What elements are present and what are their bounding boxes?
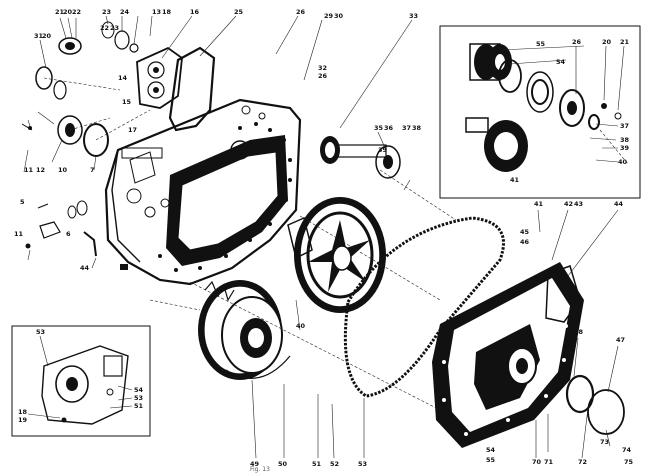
callout: 73 — [600, 438, 609, 446]
gasket-top — [168, 46, 216, 132]
callout: 42 — [564, 200, 573, 208]
callout: 39 — [620, 144, 630, 152]
callout: 7 — [90, 166, 95, 174]
callout: 29 — [324, 12, 334, 20]
callout: 53 — [36, 328, 45, 336]
callout: 18 — [162, 8, 172, 16]
leader-lines — [23, 15, 619, 459]
callout: 52 — [330, 460, 339, 468]
callout: 36 — [384, 124, 394, 132]
callout: 21 — [55, 8, 65, 16]
callout: 20 — [602, 38, 612, 46]
callout: 72 — [578, 458, 587, 466]
callout: 40 — [296, 322, 306, 330]
callout-labels: 21 20 22 23 24 13 18 16 25 26 29 30 31 2… — [14, 8, 634, 473]
callout: 22 — [72, 8, 81, 16]
callout: 26 — [318, 72, 328, 80]
callout: 38 — [620, 136, 630, 144]
callout: 54 — [134, 386, 144, 394]
callout: 22 — [100, 24, 109, 32]
callout: 48 — [574, 328, 584, 336]
callout: 47 — [616, 336, 625, 344]
small-parts-left — [21, 21, 139, 270]
callout: 37 — [402, 124, 411, 132]
end-cap-disc — [565, 374, 625, 435]
callout: 19 — [18, 416, 28, 424]
callout: 16 — [190, 8, 200, 16]
callout: 40 — [618, 158, 628, 166]
side-cover-plate — [432, 262, 584, 448]
callout: 31 — [34, 32, 44, 40]
callout: 14 — [118, 74, 128, 82]
callout: 75 — [624, 458, 634, 466]
gearbox-housing — [104, 98, 302, 286]
callout: 30 — [334, 12, 344, 20]
callout: 74 — [622, 446, 632, 454]
end-cover-flange — [136, 46, 183, 109]
callout: 41 — [510, 176, 520, 184]
large-spur-gear — [287, 197, 386, 313]
callout: 17 — [128, 126, 137, 134]
callout: 20 — [42, 32, 52, 40]
callout: 51 — [134, 402, 144, 410]
callout: 38 — [412, 124, 422, 132]
callout: 26 — [572, 38, 582, 46]
callout: 53 — [134, 394, 143, 402]
callout: 44 — [614, 200, 624, 208]
callout: 24 — [120, 8, 130, 16]
callout: 11 — [24, 166, 34, 174]
callout: 71 — [544, 458, 554, 466]
callout: 35 — [374, 124, 384, 132]
pinion-shaft — [320, 136, 401, 179]
clutch-gear-assembly — [198, 280, 291, 380]
callout: 6 — [66, 230, 71, 238]
callout: 70 — [532, 458, 542, 466]
callout: 50 — [278, 460, 288, 468]
callout: 55 — [536, 40, 546, 48]
assembly-axes — [43, 77, 457, 411]
figure-caption: Fig. 13 — [250, 466, 270, 473]
side-cover-gasket — [343, 216, 505, 398]
callout: 20 — [63, 8, 73, 16]
callout: 44 — [80, 264, 90, 272]
inset-bottom-left — [11, 325, 151, 437]
callout: 45 — [520, 228, 530, 236]
callout: 54 — [556, 58, 566, 66]
callout: 26 — [296, 8, 306, 16]
callout: 18 — [18, 408, 28, 416]
callout: 37 — [620, 122, 629, 130]
callout: 49 — [250, 460, 260, 468]
callout: 54 — [486, 446, 496, 454]
inset-top-right — [439, 25, 641, 199]
callout: 55 — [486, 456, 496, 464]
callout: 23 — [102, 8, 111, 16]
callout: 25 — [234, 8, 244, 16]
callout: 43 — [574, 200, 583, 208]
callout: 11 — [14, 230, 24, 238]
callout: 33 — [409, 12, 418, 20]
callout: 46 — [520, 238, 530, 246]
callout: 23 — [110, 24, 119, 32]
callout: 53 — [358, 460, 367, 468]
callout: 15 — [122, 98, 132, 106]
callout: 41 — [534, 200, 544, 208]
callout: 39 — [378, 146, 388, 154]
callout: 10 — [58, 166, 68, 174]
callout: 12 — [36, 166, 45, 174]
callout: 21 — [620, 38, 630, 46]
callout: 13 — [152, 8, 161, 16]
callout: 32 — [318, 64, 327, 72]
callout: 5 — [20, 198, 25, 206]
callout: 51 — [312, 460, 322, 468]
